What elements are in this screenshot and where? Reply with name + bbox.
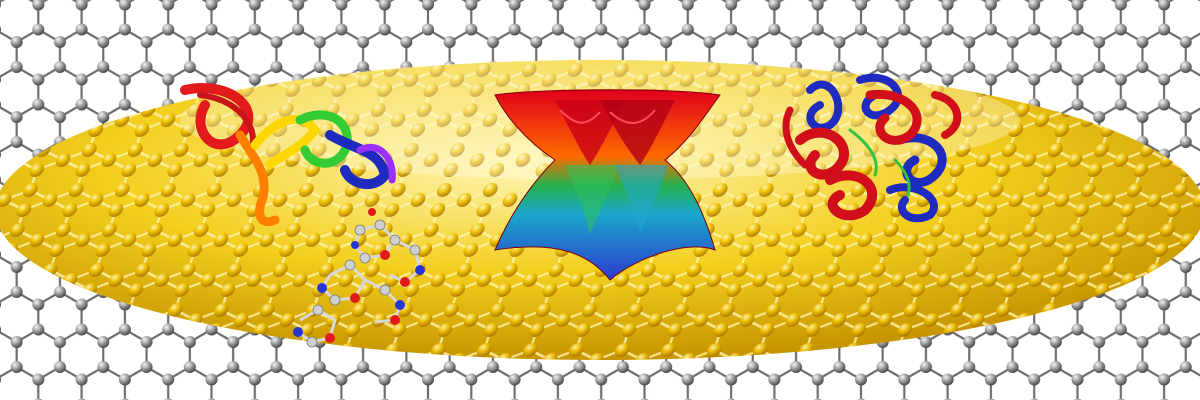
nucleic-acid-ribbon	[180, 83, 396, 227]
ball-and-stick-molecule	[293, 208, 425, 348]
band-structure-surface	[494, 89, 721, 281]
protein-ribbon	[782, 73, 962, 223]
